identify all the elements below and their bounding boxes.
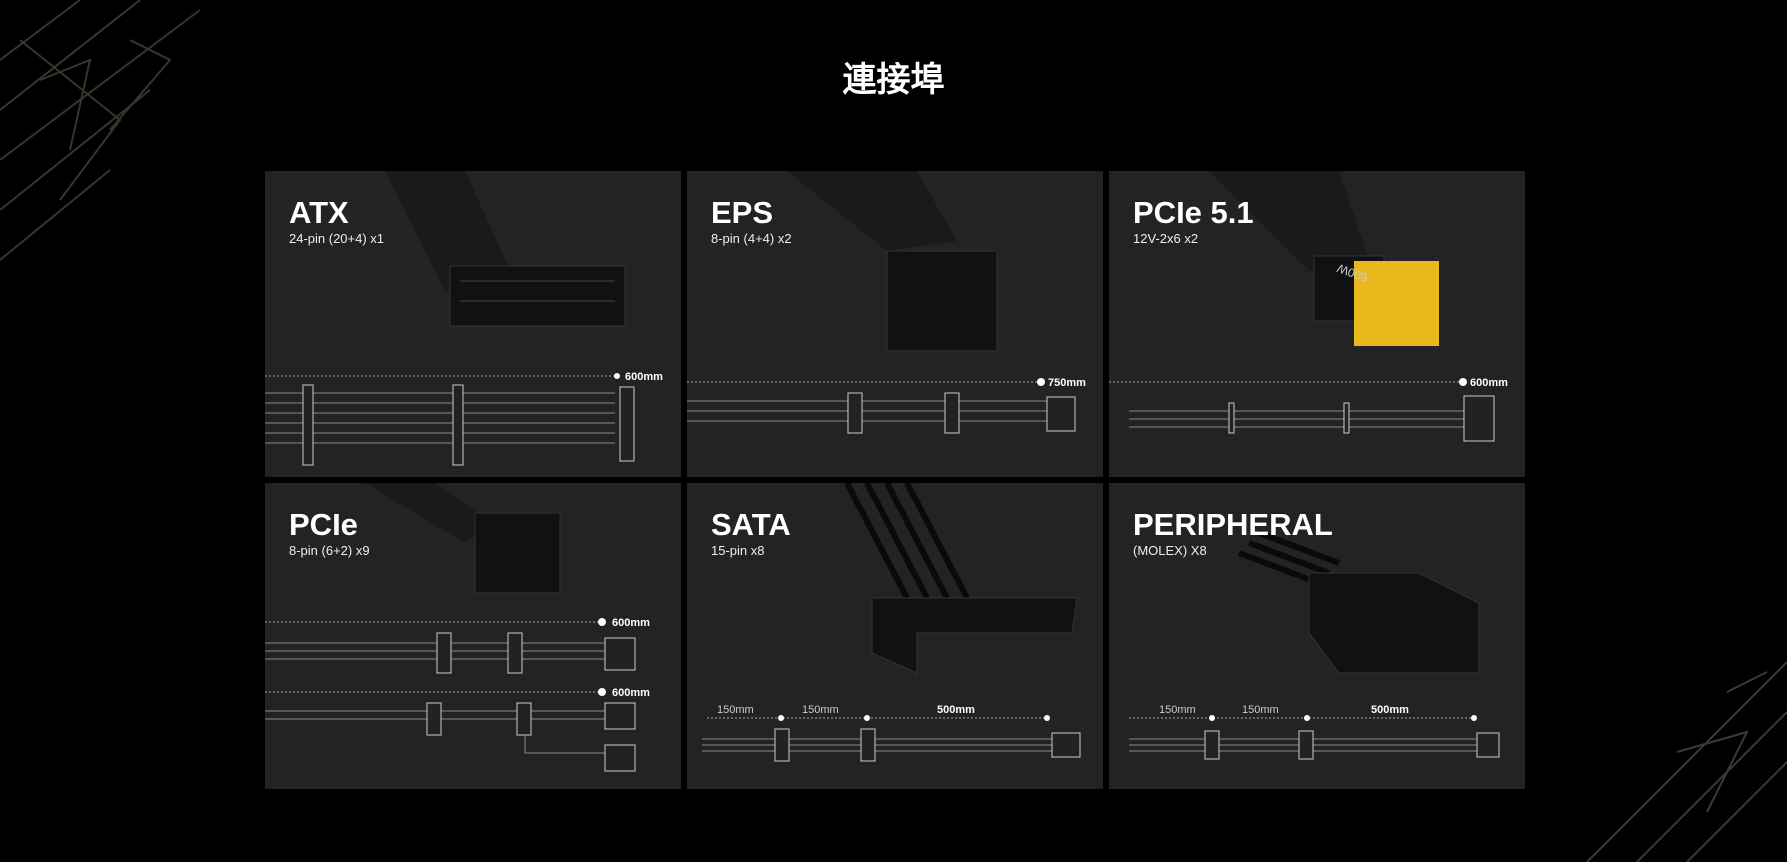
connector-name: EPS xyxy=(711,195,774,230)
connector-name: SATA xyxy=(711,507,791,542)
connector-spec: (MOLEX) X8 xyxy=(1133,543,1207,558)
connector-spec: 12V-2x6 x2 xyxy=(1133,231,1199,246)
connector-name: PERIPHERAL xyxy=(1133,507,1333,542)
eps-cable-illustration: 750mm xyxy=(687,171,1086,434)
sata-cable-illustration: 150mm 150mm 500mm xyxy=(702,483,1081,762)
connector-spec: 15-pin x8 xyxy=(711,543,765,558)
connector-grid: 600mm ATX 24-pin (20+4) x1 750mm EPS 8-p… xyxy=(265,171,1525,789)
connector-spec: 8-pin (4+4) x2 xyxy=(711,231,792,246)
decorative-pattern-right xyxy=(1586,661,1787,862)
svg-text:600mm: 600mm xyxy=(612,687,650,699)
atx-cable-illustration: 600mm xyxy=(265,171,663,466)
svg-text:500mm: 500mm xyxy=(1371,704,1409,716)
svg-text:750mm: 750mm xyxy=(1048,377,1086,389)
connector-name: PCIe xyxy=(289,507,358,542)
svg-text:600mm: 600mm xyxy=(1470,377,1508,389)
svg-text:600mm: 600mm xyxy=(612,617,650,629)
connector-name: PCIe 5.1 xyxy=(1133,195,1254,230)
connector-card-pcie: 600mm 600mm PCIe 8-pin (6+2) x9 xyxy=(265,483,681,789)
connector-card-peripheral: 150mm 150mm 500mm PERIPHERAL (MOLEX) X8 xyxy=(1109,483,1525,789)
svg-text:150mm: 150mm xyxy=(717,704,754,716)
svg-text:600mm: 600mm xyxy=(625,371,663,383)
connector-spec: 8-pin (6+2) x9 xyxy=(289,543,370,558)
svg-text:150mm: 150mm xyxy=(1159,704,1196,716)
pcie51-cable-illustration: 600W 600mm xyxy=(1109,171,1508,442)
svg-text:150mm: 150mm xyxy=(1242,704,1279,716)
page-title: 連接埠 xyxy=(842,61,945,99)
connector-card-pcie-5-1: 600W 600mm PCIe 5.1 12V-2x6 x2 xyxy=(1109,171,1525,477)
svg-text:150mm: 150mm xyxy=(802,704,839,716)
connector-spec: 24-pin (20+4) x1 xyxy=(289,231,385,246)
pcie-cable-illustration: 600mm 600mm xyxy=(265,483,650,772)
connector-card-sata: 150mm 150mm 500mm SATA 15-pin x8 xyxy=(687,483,1103,789)
svg-text:500mm: 500mm xyxy=(937,704,975,716)
connector-card-eps: 750mm EPS 8-pin (4+4) x2 xyxy=(687,171,1103,477)
connector-card-atx: 600mm ATX 24-pin (20+4) x1 xyxy=(265,171,681,477)
connector-name: ATX xyxy=(289,195,349,230)
molex-cable-illustration: 150mm 150mm 500mm xyxy=(1129,530,1500,760)
decorative-pattern-left xyxy=(0,0,201,261)
